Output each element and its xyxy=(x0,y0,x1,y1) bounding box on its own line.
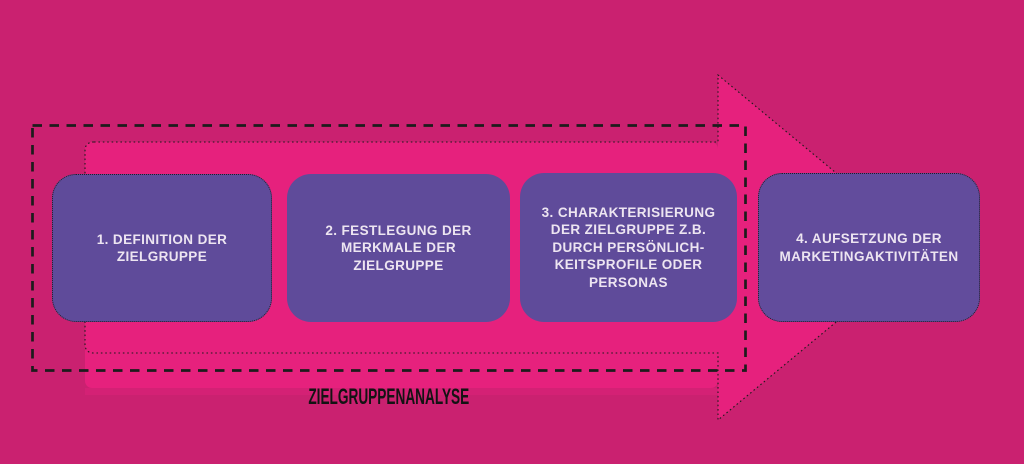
step-1-label: 1. DEFINITION DER ZIELGRUPPE xyxy=(96,231,228,265)
diagram-caption: ZIELGRUPPENANALYSE xyxy=(308,383,470,410)
step-3-box: 3. CHARAKTERISIERUNG DER ZIELGRUPPE Z.B.… xyxy=(520,173,737,322)
step-1-box: 1. DEFINITION DER ZIELGRUPPE xyxy=(52,174,272,322)
dashed-border-frame xyxy=(31,124,747,372)
step-2-box: 2. FESTLEGUNG DER MERKMALE DER ZIELGRUPP… xyxy=(287,174,510,322)
arrow-body-fade xyxy=(85,388,718,395)
step-4-box: 4. AUFSETZUNG DER MARKETINGAKTIVITÄTEN xyxy=(758,173,980,322)
step-2-label: 2. FESTLEGUNG DER MERKMALE DER ZIELGRUPP… xyxy=(325,222,472,273)
caption-row: ZIELGRUPPENANALYSE xyxy=(32,383,746,410)
step-4-label: 4. AUFSETZUNG DER MARKETINGAKTIVITÄTEN xyxy=(779,231,959,264)
step-3-label: 3. CHARAKTERISIERUNG DER ZIELGRUPPE Z.B.… xyxy=(541,204,716,290)
